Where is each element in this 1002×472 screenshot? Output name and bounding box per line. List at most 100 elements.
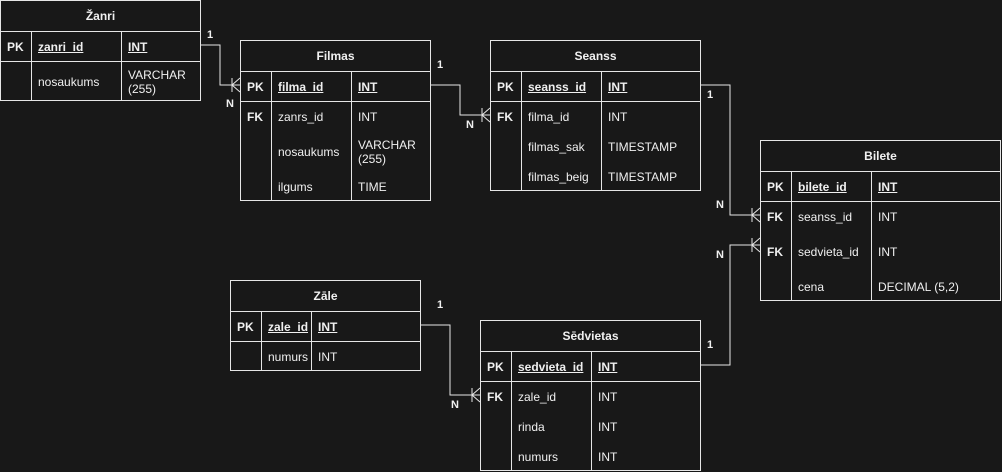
column-name: filmas_beig [528,169,589,184]
key-label: PK [237,319,254,334]
cardinality-seanss-one: 1 [707,89,714,101]
entity-row[interactable]: PK sedvieta_id INT [481,352,700,382]
entity-row[interactable]: PK zanri_id INT [1,32,200,62]
column-name: numurs [268,349,309,364]
entity-row[interactable]: PK zale_id INT [231,312,420,342]
key-label: PK [247,79,264,94]
entity-row[interactable]: FK filma_id INT [491,102,700,132]
column-type: INT [358,79,378,94]
column-type: INT [318,349,338,364]
column-name: nosaukums [278,145,340,159]
cardinality-zanri-one: 1 [207,29,214,41]
connector-sedvietas-bilete[interactable] [700,237,761,366]
column-name: seanss_id [528,79,587,94]
entity-row[interactable]: cena DECIMAL (5,2) [761,272,1000,301]
key-label: FK [497,110,513,124]
column-type: TIMESTAMP [608,169,678,184]
entity-row[interactable]: FK zale_id INT [481,382,700,412]
cardinality-sedvietas-one: 1 [707,339,714,351]
column-type: INT [878,179,898,194]
entity-title: Bilete [761,141,1000,172]
connector-filmas-seanss[interactable] [430,84,491,123]
entity-row[interactable]: ilgums TIME [241,172,430,201]
entity-row[interactable]: numurs INT [231,342,420,371]
column-type: INT [878,245,898,259]
key-label: FK [247,110,263,124]
column-name: filma_id [528,110,570,124]
entity-sedvietas[interactable]: Sēdvietas PK sedvieta_id INT FK zale_id … [480,320,701,471]
entity-row[interactable]: FK zanrs_id INT [241,102,430,132]
cardinality-filmas-many: N [226,98,234,110]
cardinality-filmas-one: 1 [437,59,444,71]
column-type: INT [128,39,148,54]
cardinality-sedvietas-many: N [451,399,459,411]
entity-title: Zāle [231,281,420,312]
connector-seanss-bilete[interactable] [700,84,761,223]
key-label [231,342,237,371]
column-name: cena [798,279,825,294]
column-type: INT [598,420,618,434]
cardinality-bilete-many-sedvieta: N [716,249,724,261]
entity-row[interactable]: nosaukums VARCHAR (255) [241,132,430,172]
entity-row[interactable]: FK sedvieta_id INT [761,232,1000,272]
connector-zale-sedvietas[interactable] [420,324,481,403]
column-type: INT [608,110,628,124]
column-type: INT [598,449,618,464]
column-name: rinda [518,420,545,434]
entity-row[interactable]: filmas_sak TIMESTAMP [491,132,700,162]
entity-row[interactable]: numurs INT [481,442,700,471]
column-type: DECIMAL (5,2) [878,279,959,294]
entity-row[interactable]: filmas_beig TIMESTAMP [491,162,700,191]
column-name: seanss_id [798,210,853,224]
key-label [491,132,497,162]
entity-title: Sēdvietas [481,321,700,352]
column-type: INT [608,79,628,94]
column-type: INT [598,390,618,404]
cardinality-seanss-many: N [466,119,474,131]
column-name: zanri_id [38,39,84,54]
column-type: INT [318,319,338,334]
entity-row[interactable]: nosaukums VARCHAR (255) [1,62,200,101]
column-type: TIME [358,179,387,194]
entity-title: Filmas [241,41,430,72]
connector-zanri-filmas[interactable] [200,44,241,93]
key-label: PK [7,39,24,54]
column-name: ilgums [278,179,313,194]
entity-zanri[interactable]: Žanri PK zanri_id INT nosaukums VARCHAR … [0,0,201,101]
entity-seanss[interactable]: Seanss PK seanss_id INT FK filma_id INT … [490,40,701,191]
cardinality-zale-one: 1 [437,299,444,311]
key-label: FK [767,245,783,259]
column-name: nosaukums [38,74,100,89]
entity-title: Žanri [1,1,200,32]
entity-zale[interactable]: Zāle PK zale_id INT numurs INT [230,280,421,371]
key-label [761,272,767,301]
entity-row[interactable]: FK seanss_id INT [761,202,1000,232]
column-name: zale_id [268,319,309,334]
column-name: sedvieta_id [518,359,584,374]
key-label [241,132,247,172]
column-name: bilete_id [798,179,847,194]
entity-row[interactable]: PK seanss_id INT [491,72,700,102]
column-name: numurs [518,449,559,464]
key-label [481,442,487,471]
key-label [491,162,497,191]
column-name: filmas_sak [528,140,585,154]
entity-bilete[interactable]: Bilete PK bilete_id INT FK seanss_id INT… [760,140,1001,301]
cardinality-bilete-many-seanss: N [716,199,724,211]
key-label: FK [487,390,503,404]
column-name: sedvieta_id [798,245,859,259]
entity-row[interactable]: PK filma_id INT [241,72,430,102]
column-type: VARCHAR (255) [128,67,186,96]
column-name: filma_id [278,79,324,94]
entity-filmas[interactable]: Filmas PK filma_id INT FK zanrs_id INT n… [240,40,431,201]
entity-title: Seanss [491,41,700,72]
column-name: zanrs_id [278,110,324,124]
column-type: VARCHAR (255) [358,138,416,166]
entity-row[interactable]: PK bilete_id INT [761,172,1000,202]
key-label: FK [767,210,783,224]
entity-row[interactable]: rinda INT [481,412,700,442]
key-label: PK [487,359,504,374]
key-label [241,172,247,201]
key-label: PK [767,179,784,194]
